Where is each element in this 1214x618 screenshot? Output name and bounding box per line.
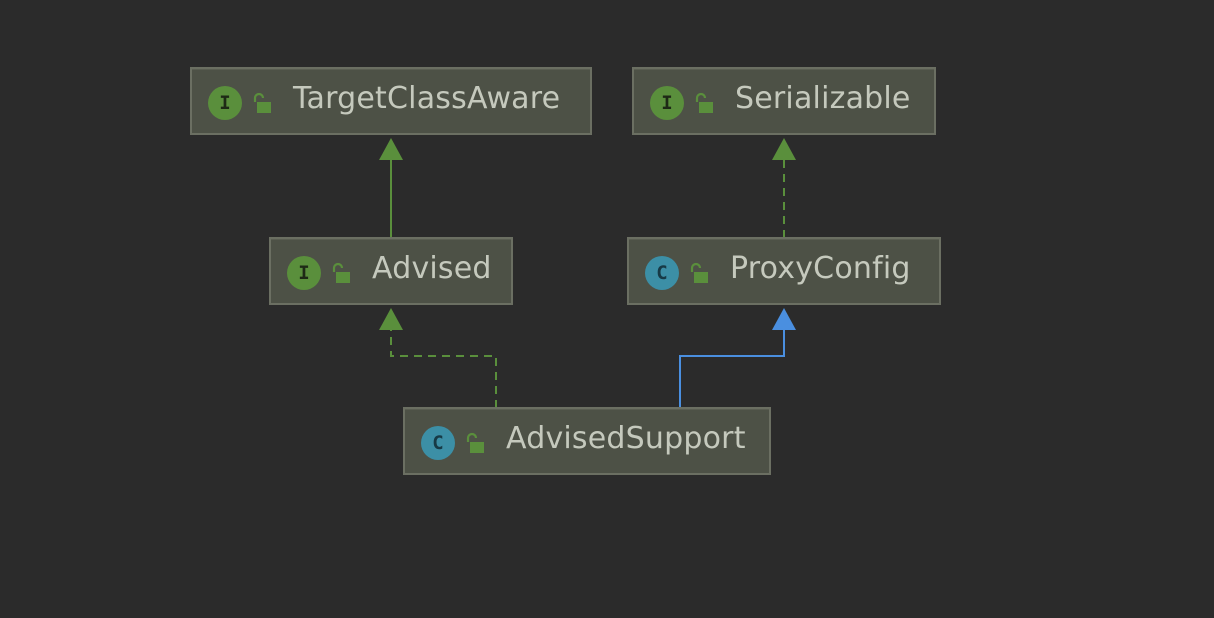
node-targetclassaware[interactable]: I TargetClassAware xyxy=(190,67,592,135)
node-label: Serializable xyxy=(735,81,911,116)
node-label: TargetClassAware xyxy=(293,81,561,116)
unlocked-padlock-icon xyxy=(690,262,708,283)
node-advisedsupport[interactable]: C AdvisedSupport xyxy=(403,407,771,475)
node-advised[interactable]: I Advised xyxy=(269,237,513,305)
arrowhead-proxyconfig xyxy=(772,308,796,330)
arrowhead-advised xyxy=(379,308,403,330)
arrowhead-serializable xyxy=(772,138,796,160)
unlocked-padlock-icon xyxy=(253,92,271,113)
interface-badge-icon: I xyxy=(287,256,321,290)
node-proxyconfig[interactable]: C ProxyConfig xyxy=(627,237,941,305)
interface-badge-icon: I xyxy=(208,86,242,120)
arrowhead-targetclassaware xyxy=(379,138,403,160)
node-label: AdvisedSupport xyxy=(506,421,746,456)
interface-badge-icon: I xyxy=(650,86,684,120)
node-serializable[interactable]: I Serializable xyxy=(632,67,936,135)
class-badge-icon: C xyxy=(421,426,455,460)
node-label: ProxyConfig xyxy=(730,251,911,286)
unlocked-padlock-icon xyxy=(695,92,713,113)
unlocked-padlock-icon xyxy=(466,432,484,453)
edge-advisedsupport-to-proxyconfig xyxy=(679,328,785,408)
unlocked-padlock-icon xyxy=(332,262,350,283)
edge-advisedsupport-to-advised xyxy=(390,328,497,408)
node-label: Advised xyxy=(372,251,492,286)
class-badge-icon: C xyxy=(645,256,679,290)
